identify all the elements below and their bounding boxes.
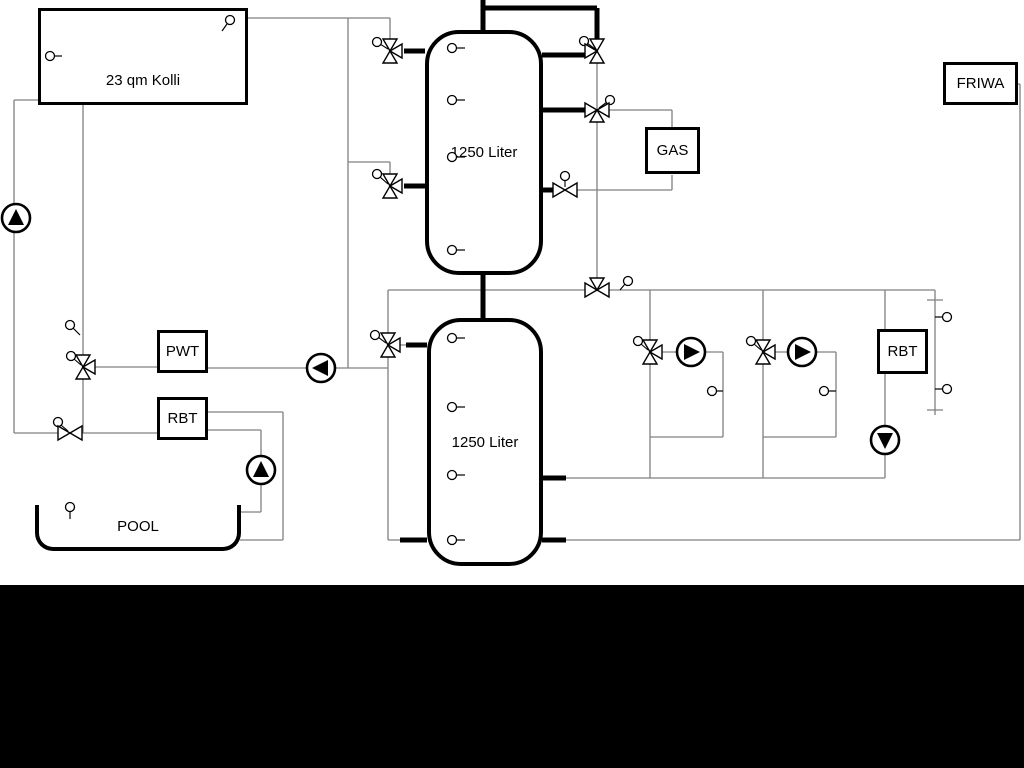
buffer-tank-bottom-label: 1250 Liter [451, 433, 519, 451]
heating-circuit2-mixing-valve-icon [745, 335, 776, 365]
tank-sensor-icon [446, 332, 465, 344]
heating-supply-valve-icon [584, 277, 610, 299]
buffer-tank-bottom: 1250 Liter [427, 318, 543, 566]
heating-circuit2-pump-icon [786, 336, 818, 368]
collector-sensor-icon [44, 50, 62, 62]
buffer-tank-top: 1250 Liter [425, 30, 543, 275]
pool-circuit-valve-icon [52, 416, 83, 442]
collector-sensor-icon [221, 14, 236, 32]
tank-sensor-icon [446, 151, 465, 163]
tank-sensor-icon [446, 401, 465, 413]
friwa-box: FRIWA [943, 62, 1018, 105]
rbt-left-label: RBT [167, 410, 198, 427]
solar-pump-icon [0, 202, 32, 234]
sensor-icon [935, 311, 953, 323]
pwt-label: PWT [165, 343, 200, 360]
rbt-right-label: RBT [887, 343, 918, 360]
rbt-right-box: RBT [877, 329, 928, 374]
sensor-icon [619, 275, 634, 291]
pool-sensor-icon [64, 501, 76, 519]
tank-sensor-icon [446, 42, 465, 54]
tank-top-supply-valve-icon [578, 35, 606, 64]
rbt-pump-icon [869, 424, 901, 456]
sensor-icon [706, 385, 723, 397]
friwa-label: FRIWA [956, 75, 1005, 92]
rbt-left-box: RBT [157, 397, 208, 440]
thin-pipes [13, 17, 1021, 541]
gas-return-valve-icon [552, 170, 578, 199]
sensor-icon [935, 383, 953, 395]
pool-label: POOL [117, 517, 159, 535]
pwt-box: PWT [157, 330, 208, 373]
gas-boiler-label: GAS [656, 142, 689, 159]
pool-basin: POOL [35, 505, 241, 551]
heating-circuit1-pump-icon [675, 336, 707, 368]
solar-collector-box: 23 qm Kolli [38, 8, 248, 105]
pwt-pump-icon [305, 352, 337, 384]
solar-collector-label: 23 qm Kolli [105, 72, 181, 89]
sensor-icon [818, 385, 836, 397]
tank-sensor-icon [446, 534, 465, 546]
gas-supply-valve-icon [584, 94, 616, 123]
solar-tank-valve-top-icon [371, 36, 403, 64]
tank-sensor-icon [446, 469, 465, 481]
pwt-mixing-valve-icon [369, 329, 401, 358]
heating-circuit1-mixing-valve-icon [632, 335, 663, 365]
buffer-tank-top-label: 1250 Liter [450, 144, 518, 161]
pool-pump-icon [245, 454, 277, 486]
solar-tank-valve-mid-icon [371, 168, 403, 199]
sensor-icon [64, 319, 81, 336]
tank-sensor-icon [446, 244, 465, 256]
gas-boiler-box: GAS [645, 127, 700, 174]
bottom-black-band [0, 585, 1024, 768]
tank-sensor-icon [446, 94, 465, 106]
collector-return-valve-icon [65, 350, 96, 380]
thick-pipes [400, 0, 600, 543]
